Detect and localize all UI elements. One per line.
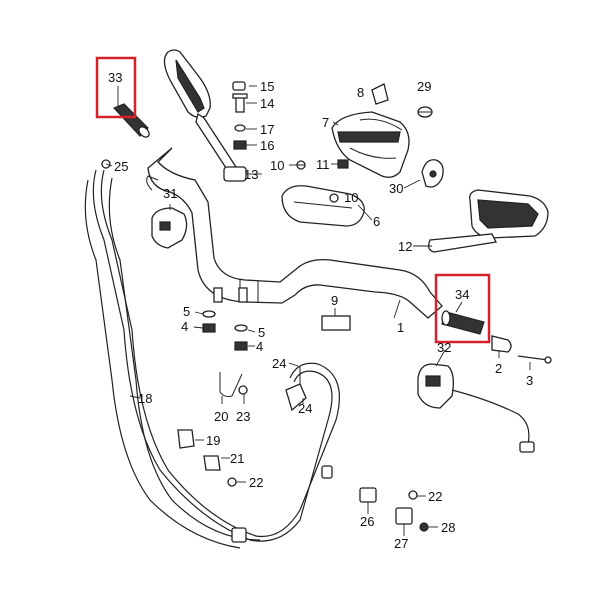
part-label-26: 26 [360, 514, 374, 529]
part-label-5b: 5 [258, 325, 265, 340]
throttle-cables-part [84, 169, 340, 549]
handlebar-part [147, 147, 443, 319]
part-label-17: 17 [260, 122, 274, 137]
highlight-box-34 [434, 273, 491, 344]
left-switch-part [146, 175, 188, 249]
part-label-22a: 22 [249, 475, 263, 490]
part-label-11: 11 [316, 157, 330, 172]
handlebar-cover-part [331, 111, 410, 178]
part-label-27: 27 [394, 536, 408, 551]
part-label-29: 29 [417, 79, 431, 94]
part-label-6: 6 [373, 214, 380, 229]
part-label-16: 16 [260, 138, 274, 153]
part-label-23: 23 [236, 409, 250, 424]
part-label-25: 25 [114, 159, 128, 174]
bar-end-bolt-part [517, 355, 552, 364]
part-label-4b: 4 [256, 339, 263, 354]
part-label-31: 31 [163, 186, 177, 201]
part-label-22b: 22 [428, 489, 442, 504]
bar-end-part [491, 335, 512, 353]
right-mirror-part [428, 189, 549, 253]
part-label-4a: 4 [181, 319, 188, 334]
part-label-7: 7 [322, 115, 329, 130]
part-number-labels: 1 2 3 4 4 5 5 6 7 8 9 10 10 11 12 13 14 … [108, 70, 533, 551]
part-label-28: 28 [441, 520, 455, 535]
part-label-14: 14 [260, 96, 274, 111]
part-label-1: 1 [397, 320, 404, 335]
part-label-9: 9 [331, 293, 338, 308]
part-label-10b: 10 [344, 190, 358, 205]
highlight-box-33 [95, 56, 137, 119]
left-mirror-part [163, 49, 247, 182]
part-label-34: 34 [455, 287, 469, 302]
part-label-24b: 24 [298, 401, 312, 416]
part-label-12: 12 [398, 239, 412, 254]
part-label-19: 19 [206, 433, 220, 448]
part-label-21: 21 [230, 451, 244, 466]
part-label-20: 20 [214, 409, 228, 424]
part-label-13: 13 [244, 167, 258, 182]
part-label-2: 2 [495, 361, 502, 376]
part-label-30: 30 [389, 181, 403, 196]
part-label-5a: 5 [183, 304, 190, 319]
part-label-18: 18 [138, 391, 152, 406]
part-label-10a: 10 [270, 158, 284, 173]
leader-lines [105, 85, 531, 536]
part-label-33: 33 [108, 70, 122, 85]
part-label-8: 8 [357, 85, 364, 100]
part-label-24a: 24 [272, 356, 286, 371]
right-switch-part [417, 363, 535, 453]
left-grip-part [112, 86, 150, 138]
part-label-15: 15 [260, 79, 274, 94]
right-grip-part [441, 301, 485, 335]
small-hardware-lower [101, 159, 429, 532]
part-label-3: 3 [526, 373, 533, 388]
part-label-32: 32 [437, 340, 451, 355]
